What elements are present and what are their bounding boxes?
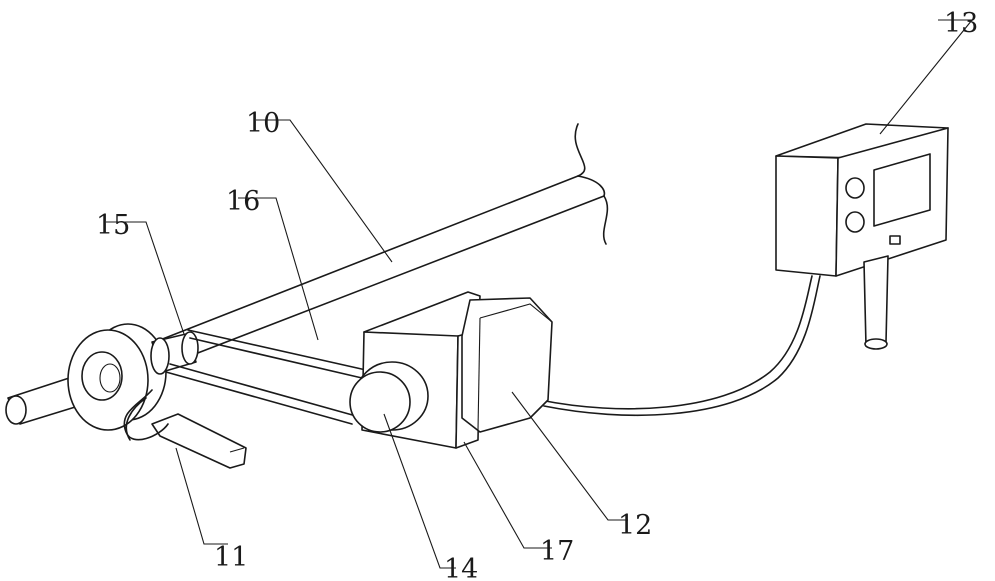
support-post <box>863 255 889 350</box>
motor-body <box>461 297 553 433</box>
label-rail: 10 <box>246 108 280 139</box>
motor-pulley <box>349 361 429 433</box>
power-cable <box>539 275 821 417</box>
button-lower-icon <box>845 211 865 233</box>
label-base: 11 <box>214 542 248 573</box>
hub-wheel <box>67 323 167 431</box>
control-box <box>775 123 949 277</box>
label-shaft-pulley: 15 <box>96 210 130 241</box>
label-belt: 16 <box>226 186 260 217</box>
indicator-icon <box>889 235 901 245</box>
shaft-pulley <box>150 331 199 375</box>
rail-beam <box>159 123 609 357</box>
drive-belt <box>165 329 367 425</box>
label-control-box: 13 <box>944 8 978 39</box>
base-bracket <box>123 389 247 469</box>
button-upper-icon <box>845 177 865 199</box>
leader-lines <box>106 19 974 569</box>
label-motor-pulley: 14 <box>444 554 478 581</box>
label-motor: 12 <box>618 510 652 541</box>
label-bracket: 17 <box>540 536 574 567</box>
